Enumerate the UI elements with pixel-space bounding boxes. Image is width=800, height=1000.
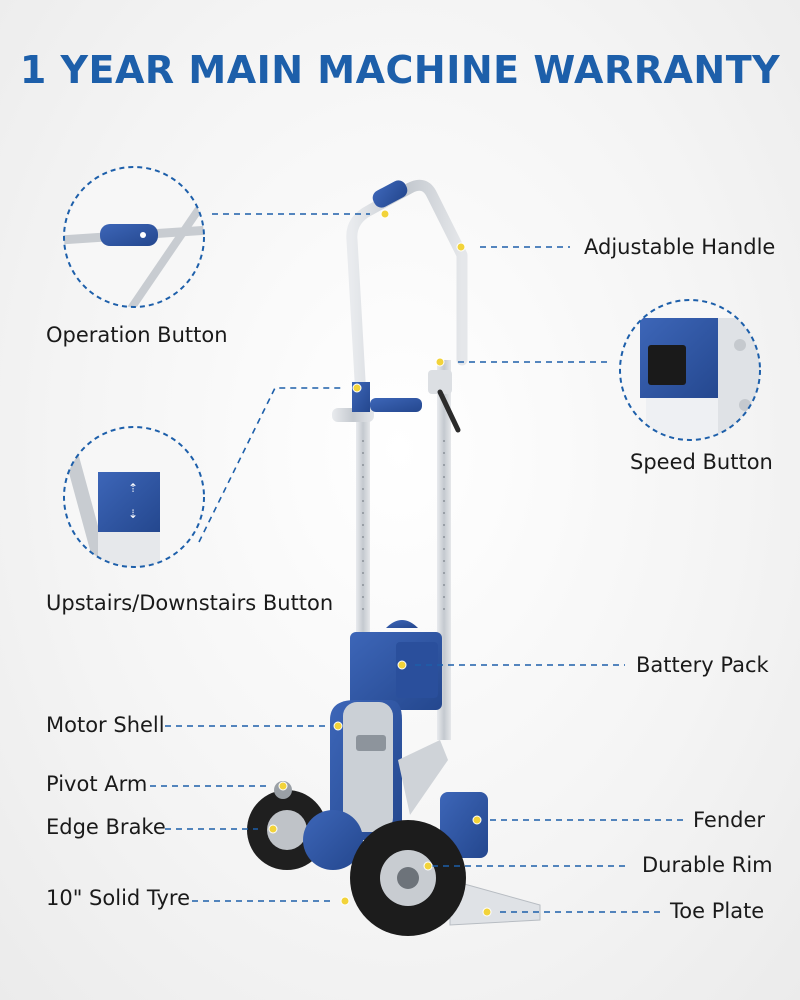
label-edge-brake: Edge Brake xyxy=(46,815,166,839)
svg-text:⇣: ⇣ xyxy=(128,507,138,521)
label-fender: Fender xyxy=(693,808,766,832)
label-durable-rim: Durable Rim xyxy=(642,853,773,877)
marker-dot xyxy=(435,357,445,367)
marker-dot xyxy=(482,907,492,917)
zoom-circle-operation-button xyxy=(63,166,205,308)
marker-dot xyxy=(380,209,390,219)
label-upstairs-downstairs-button: Upstairs/Downstairs Button xyxy=(46,591,334,615)
zoom-circle-speed-button xyxy=(619,299,761,441)
label-speed-button: Speed Button xyxy=(630,450,773,474)
marker-dot xyxy=(397,660,407,670)
label-operation-button: Operation Button xyxy=(46,323,228,347)
marker-dot xyxy=(278,781,288,791)
label-pivot-arm: Pivot Arm xyxy=(46,772,148,796)
marker-dot xyxy=(423,861,433,871)
marker-dots xyxy=(268,209,492,917)
marker-dot xyxy=(340,896,350,906)
zoom-circle-updown-button: ⇡ ⇣ xyxy=(63,426,205,568)
marker-dot xyxy=(472,815,482,825)
label-solid-tyre: 10" Solid Tyre xyxy=(46,886,190,910)
label-battery-pack: Battery Pack xyxy=(636,653,769,677)
page-title: 1 YEAR MAIN MACHINE WARRANTY xyxy=(19,48,781,92)
marker-dot xyxy=(333,721,343,731)
leader-updown-button xyxy=(198,387,345,543)
marker-dot xyxy=(352,383,362,393)
label-adjustable-handle: Adjustable Handle xyxy=(584,235,776,259)
marker-dot xyxy=(268,824,278,834)
marker-dot xyxy=(456,242,466,252)
hand-truck xyxy=(247,179,541,936)
label-toe-plate: Toe Plate xyxy=(670,899,765,923)
leader-lines xyxy=(150,213,683,913)
label-motor-shell: Motor Shell xyxy=(46,713,165,737)
svg-text:⇡: ⇡ xyxy=(128,481,138,495)
